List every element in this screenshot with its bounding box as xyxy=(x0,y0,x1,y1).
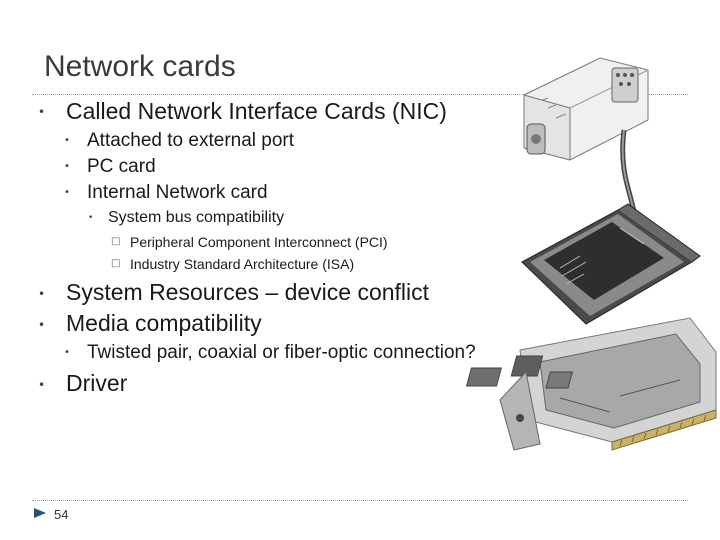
bullet-item: Internal Network card xyxy=(87,182,268,203)
bullet-item: PC card xyxy=(87,156,156,177)
bullet-marker-icon: • xyxy=(38,378,46,392)
bullet-marker-icon: • xyxy=(64,347,70,358)
bullet-item: Peripheral Component Interconnect (PCI) xyxy=(130,234,388,250)
bullet-marker-icon: • xyxy=(88,213,94,223)
bullet-item: Driver xyxy=(66,370,128,396)
bullet-item: Industry Standard Architecture (ISA) xyxy=(130,256,355,272)
bullet-item: System Resources – device conflict xyxy=(66,279,430,305)
checkbox-bullet-icon: □ xyxy=(111,258,121,269)
external-port-adapter-image xyxy=(523,57,649,231)
bullet-item: Attached to external port xyxy=(87,130,295,151)
pc-card-image xyxy=(521,203,701,325)
footer-divider xyxy=(32,500,688,501)
checkbox-bullet-icon: □ xyxy=(111,236,121,247)
bullet-item: Twisted pair, coaxial or fiber-optic con… xyxy=(87,342,476,363)
title-divider xyxy=(32,94,688,95)
bullet-marker-icon: • xyxy=(38,105,46,119)
page-arrow-icon xyxy=(34,508,46,518)
bullet-marker-icon: • xyxy=(38,318,46,332)
bullet-marker-icon: • xyxy=(64,161,70,172)
bullet-marker-icon: • xyxy=(64,187,70,198)
slide-title: Network cards xyxy=(44,50,236,83)
bullet-item: Media compatibility xyxy=(66,310,262,336)
bullet-item: System bus compatibility xyxy=(108,209,285,226)
bullet-marker-icon: • xyxy=(38,287,46,301)
internal-network-card-image xyxy=(465,317,717,451)
page-number: 54 xyxy=(54,507,69,522)
bullet-marker-icon: • xyxy=(64,135,70,146)
bullet-item: Called Network Interface Cards (NIC) xyxy=(66,98,447,124)
